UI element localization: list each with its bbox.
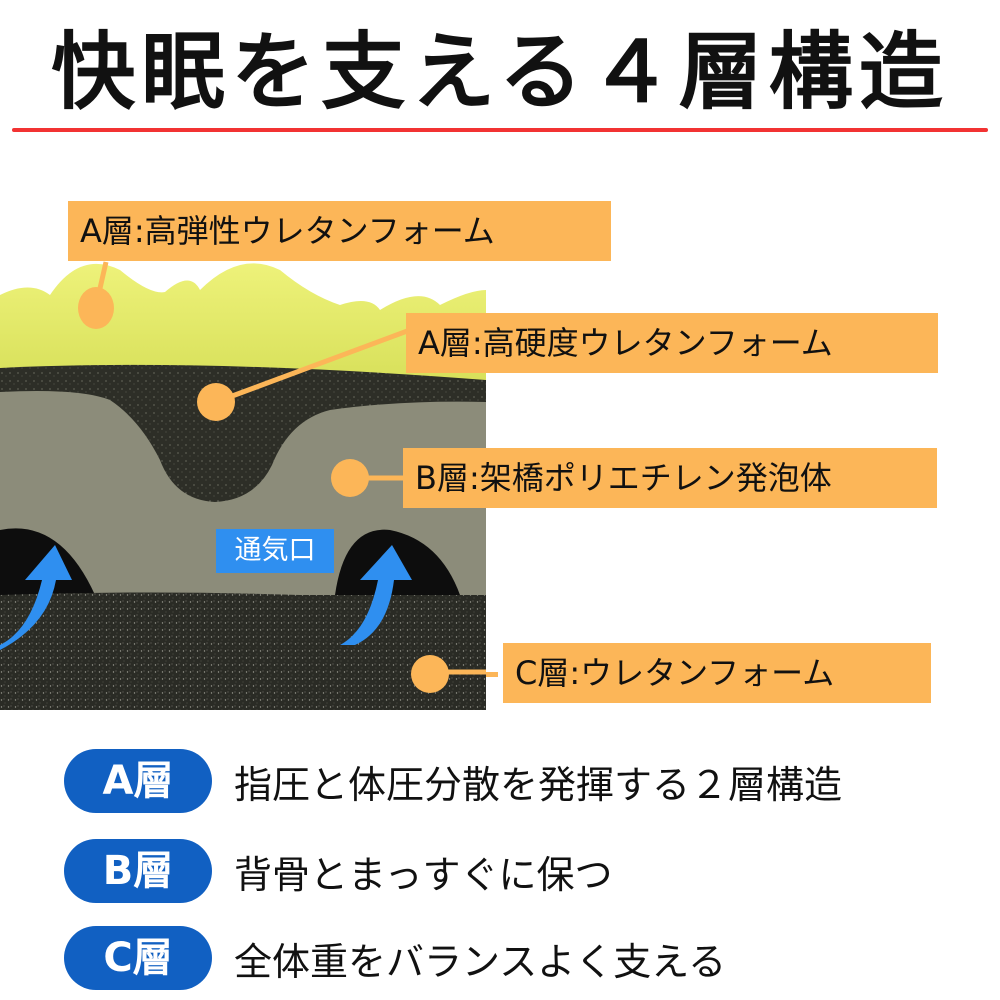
legend-row-a: A層 指圧と体圧分散を発揮する２層構造: [64, 748, 842, 814]
callout-a-high-resilience: A層:高弾性ウレタンフォーム: [68, 201, 611, 261]
vent-label: 通気口: [216, 529, 334, 573]
callout-b-polyethylene: B層:架橋ポリエチレン発泡体: [403, 448, 937, 508]
legend-text-b: 背骨とまっすぐに保つ: [234, 852, 613, 897]
layer-badge-b: B層: [64, 839, 212, 903]
layer-badge-c: C層: [64, 926, 212, 990]
layer-badge-a: A層: [64, 749, 212, 813]
airflow-arrow-icon: [0, 545, 72, 650]
connector-line-c: [486, 672, 498, 677]
legend-text-a: 指圧と体圧分散を発揮する２層構造: [234, 762, 843, 807]
callout-dot-icon: [331, 459, 369, 497]
legend-row-c: C層 全体重をバランスよく支える: [64, 925, 726, 991]
callout-c-urethane: C層:ウレタンフォーム: [503, 643, 931, 703]
title-underline: [12, 128, 988, 132]
callout-a-high-hardness: A層:高硬度ウレタンフォーム: [406, 313, 938, 373]
callout-dot-icon: [411, 655, 449, 693]
page-title: 快眠を支える４層構造: [51, 23, 949, 121]
callout-dot-icon: [197, 383, 235, 421]
airflow-arrow-icon: [340, 545, 412, 645]
legend-text-c: 全体重をバランスよく支える: [234, 939, 727, 984]
callout-dot-icon: [78, 287, 114, 329]
legend-row-b: B層 背骨とまっすぐに保つ: [64, 838, 612, 904]
